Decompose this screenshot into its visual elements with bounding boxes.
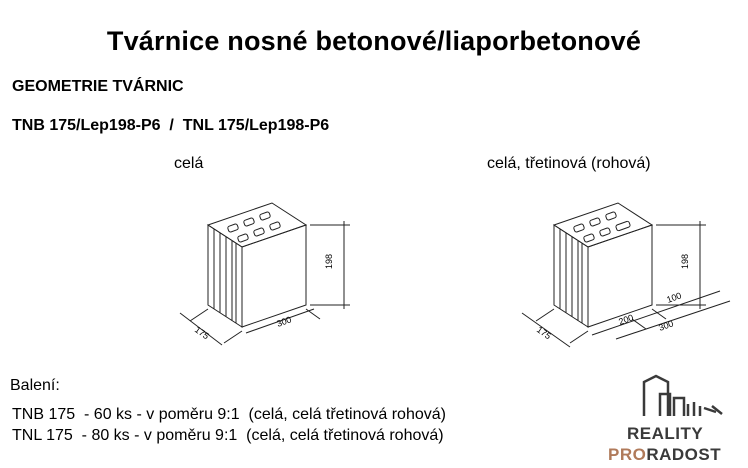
dim-width: 175 (535, 324, 553, 341)
model-codes: TNB 175/Lep198-P6 / TNL 175/Lep198-P6 (12, 117, 330, 134)
dim-width: 175 (193, 324, 211, 341)
block-drawing-full: 198 300 175 (179, 202, 350, 346)
packaging-label: Balení: (10, 377, 60, 394)
figure-caption-corner: celá, třetinová (rohová) (487, 155, 651, 172)
dim-height: 198 (680, 254, 690, 269)
logo-text-reality: REALITY (627, 424, 704, 443)
logo-text-radost: RADOST (646, 445, 722, 464)
packaging-line-tnb: TNB 175 - 60 ks - v poměru 9:1 (celá, ce… (12, 406, 446, 423)
packaging-line-tnl: TNL 175 - 80 ks - v poměru 9:1 (celá, ce… (12, 427, 444, 444)
dim-length: 300 (275, 314, 293, 329)
section-heading: GEOMETRIE TVÁRNIC (12, 78, 184, 95)
dim-part-long: 200 (617, 312, 635, 327)
dim-height: 198 (324, 254, 334, 269)
figure-caption-full: celá (174, 155, 204, 172)
reality-proradost-logo (642, 374, 723, 416)
dim-length: 300 (657, 318, 675, 333)
page-title: Tvárnice nosné betonové/liaporbetonové (106, 26, 642, 56)
logo-text-pro: PRO (608, 445, 647, 464)
logo-text-proradost: PRORADOST (608, 445, 721, 465)
block-drawing-corner: 198 100 200 300 175 (521, 202, 731, 348)
dim-part-short: 100 (665, 290, 683, 305)
